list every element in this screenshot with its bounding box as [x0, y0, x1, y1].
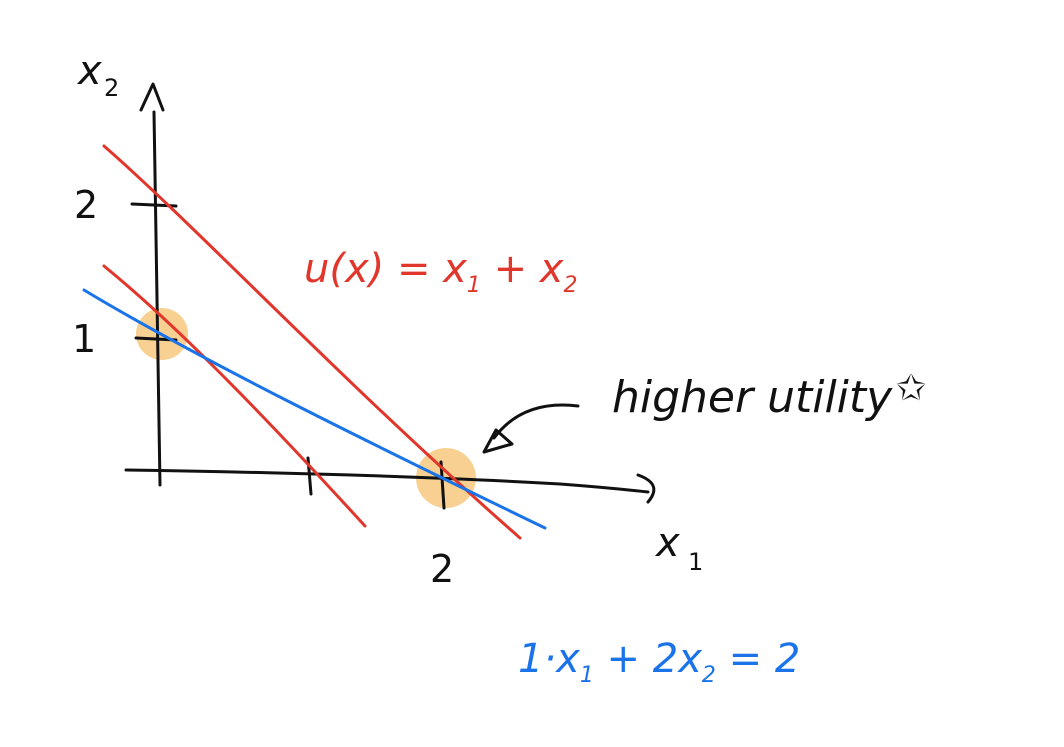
budget-line — [82, 288, 547, 530]
svg-text:u(x) = x1 + x2: u(x) = x1 + x2 — [304, 246, 577, 298]
utility-eq-sub2: 2 — [563, 273, 577, 298]
budget-eq-sub1: 1 — [580, 663, 594, 688]
x-axis-label: x — [654, 520, 680, 566]
x-axis-arrow — [636, 473, 656, 504]
utility-eq-sub1: 1 — [467, 273, 481, 298]
utility-equation: u(x) = x1 + x2 — [304, 246, 577, 298]
annotation-arrow — [492, 403, 580, 440]
budget-equation: 1·x1 + 2x2 = 2 — [518, 636, 800, 688]
x-axis-label-sub: 1 — [688, 548, 703, 576]
y-axis-arrow — [139, 82, 165, 112]
x-tick-2 — [439, 460, 446, 510]
y-axis — [152, 110, 162, 487]
y-tick-label-1: 1 — [72, 317, 96, 361]
star-icon: ✩ — [896, 368, 926, 409]
budget-eq-mid: + 2x — [594, 636, 702, 682]
y-tick-label-2: 2 — [74, 183, 98, 227]
x-tick-label-2: 2 — [430, 547, 454, 591]
y-axis-label-sub: 2 — [104, 74, 119, 102]
indifference-curve-low — [102, 264, 367, 528]
y-axis-label: x — [76, 48, 102, 94]
budget-eq-sub2: 2 — [702, 663, 716, 688]
budget-eq-main: 1·x — [518, 636, 580, 682]
x-axis — [124, 468, 650, 494]
indifference-curve-high — [102, 144, 522, 540]
annotation-text: higher utility — [612, 372, 893, 423]
budget-eq-rhs: = 2 — [716, 636, 800, 682]
annotation-arrowhead — [482, 428, 514, 454]
utility-eq-plus: + x — [481, 246, 564, 292]
utility-eq-main: u(x) = x — [304, 246, 467, 292]
svg-text:1·x1 + 2x2 = 2: 1·x1 + 2x2 = 2 — [518, 636, 800, 688]
